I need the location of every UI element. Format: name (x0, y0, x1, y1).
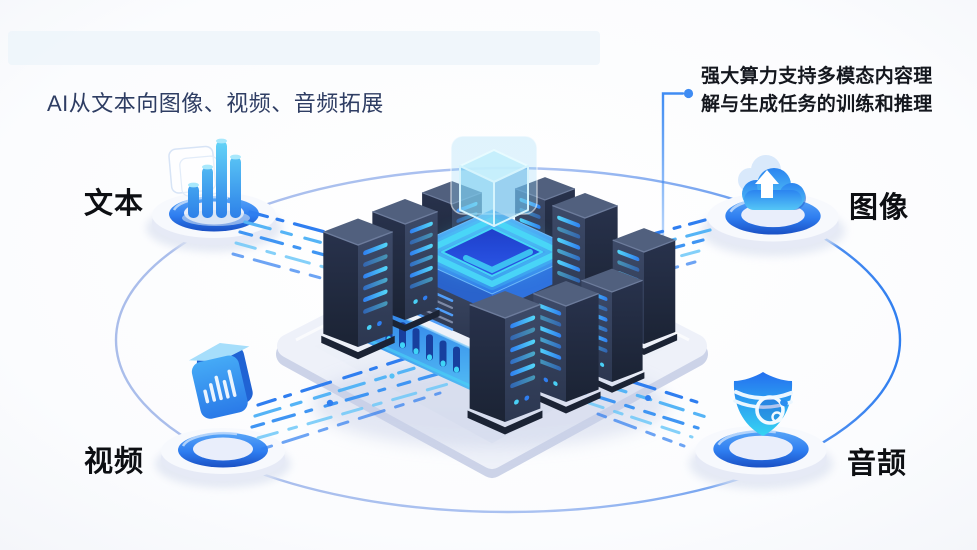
annotation-line-1: 强大算力支持多模态内容理 (701, 66, 933, 87)
server-cluster (320, 135, 677, 436)
node-label-audio: 音颉 (847, 448, 908, 480)
top-highlight-band (8, 31, 600, 65)
bar-chart-3d-icon (168, 138, 250, 226)
shield-lens-icon (733, 372, 793, 436)
page-title: AI从文本向图像、视频、音频拓展 (47, 91, 384, 116)
media-tile-icon (188, 342, 253, 419)
node-label-image: 图像 (849, 192, 910, 224)
annotation-line-2: 解与生成任务的训练和推理 (701, 94, 933, 115)
annotation-callout: 强大算力支持多模态内容理 解与生成任务的训练和推理 (701, 63, 933, 119)
annotation-connector (661, 88, 694, 272)
cloud-upload-icon (738, 155, 806, 210)
node-label-video: 视频 (84, 446, 145, 478)
pedestal-audio (689, 426, 833, 490)
connector-dot (683, 88, 694, 99)
holographic-cube (450, 135, 538, 227)
pedestal-video (155, 428, 291, 488)
node-label-text: 文本 (84, 188, 145, 220)
